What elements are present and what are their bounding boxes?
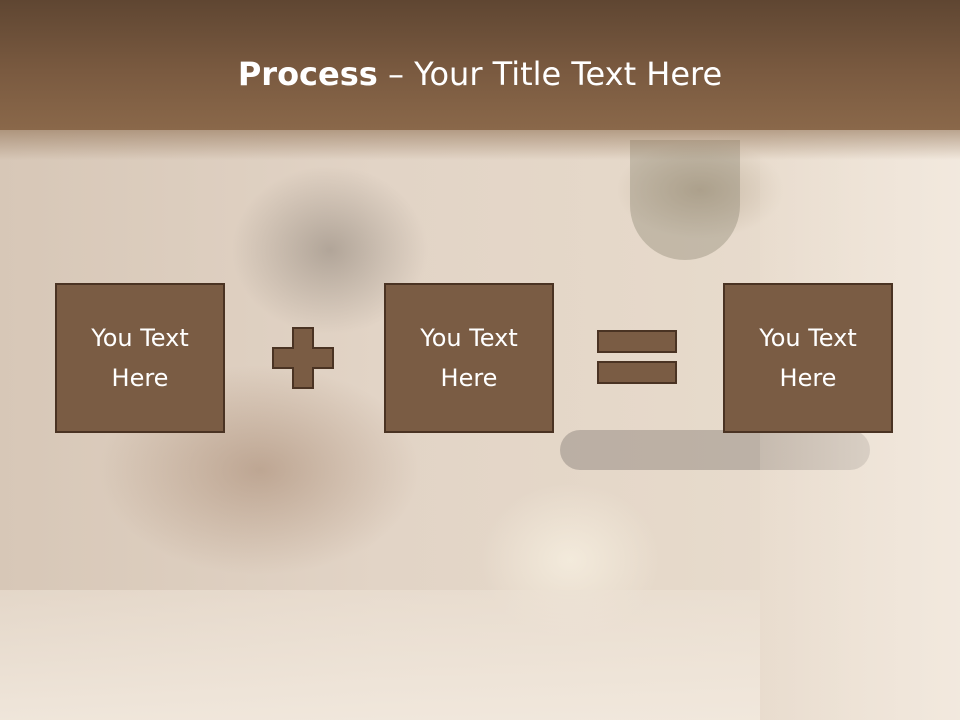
title-bar — [0, 0, 960, 130]
slide-title[interactable]: Process – Your Title Text Here — [0, 54, 960, 94]
process-box-1-text: You Text Here — [91, 324, 189, 392]
plus-icon — [272, 327, 334, 389]
process-box-2-text: You Text Here — [420, 324, 518, 392]
process-box-1[interactable]: You Text Here — [55, 283, 225, 433]
slide-title-bold: Process — [237, 55, 378, 93]
title-bar-fade — [0, 130, 960, 160]
equals-icon — [597, 330, 677, 384]
process-box-3-text: You Text Here — [759, 324, 857, 392]
slide-title-rest: – Your Title Text Here — [377, 55, 723, 93]
background-board — [0, 590, 760, 720]
process-box-3[interactable]: You Text Here — [723, 283, 893, 433]
background-hopper — [630, 140, 740, 260]
process-box-2[interactable]: You Text Here — [384, 283, 554, 433]
